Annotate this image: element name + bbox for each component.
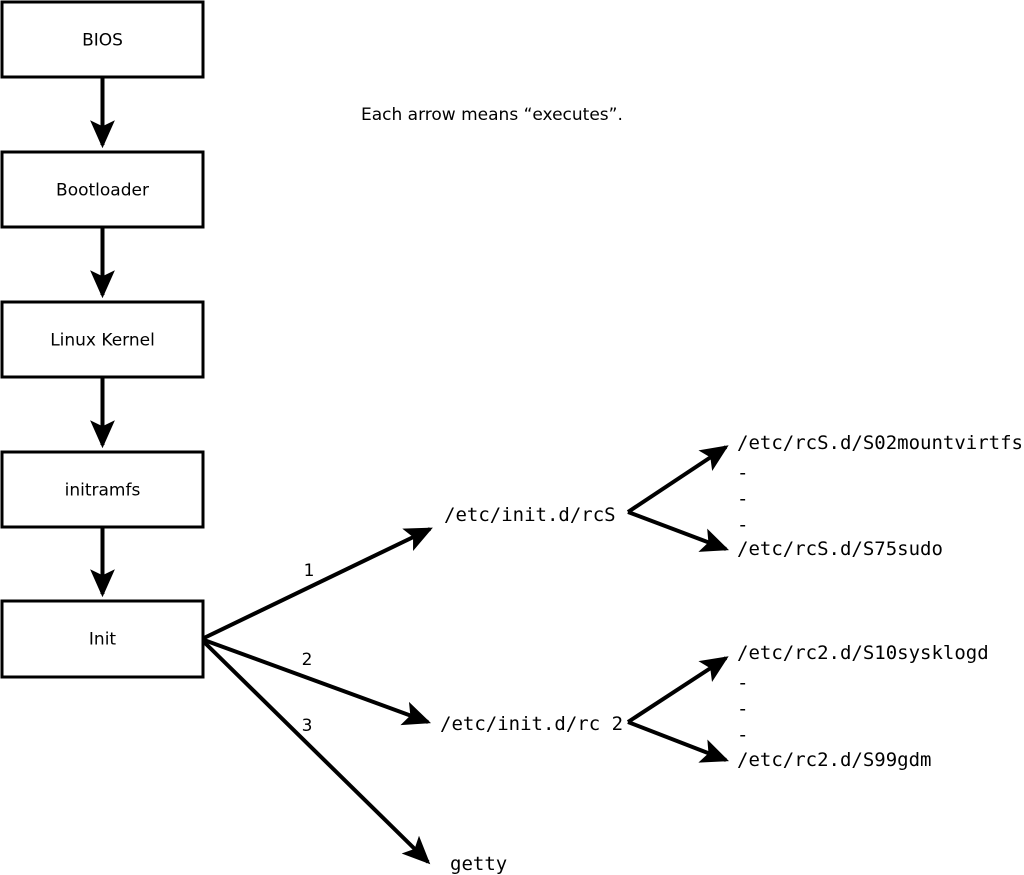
rc2-ellipsis-dash-3: - (737, 724, 748, 746)
arrow-number-1: 1 (304, 561, 315, 581)
rcs-ellipsis-dash-3: - (737, 514, 748, 536)
node-init-label: Init (89, 630, 117, 650)
arrow-init-rcs (203, 527, 433, 640)
node-linux-kernel-box (0, 300, 205, 379)
label-getty: getty (450, 853, 507, 875)
rc2-ellipsis-dash-1: - (737, 672, 748, 694)
node-initramfs[interactable]: initramfs (0, 450, 205, 529)
arrow-init-getty (202, 640, 431, 865)
node-init-box (0, 599, 205, 679)
edge-init-to-rc2 (203, 638, 432, 726)
node-initramfs-label: initramfs (65, 481, 141, 501)
node-bootloader-box (0, 150, 205, 229)
edge-rc2-to-first-script (626, 656, 729, 724)
node-bootloader-label: Bootloader (56, 181, 149, 201)
rcs-ellipsis-dash-2: - (737, 488, 748, 510)
node-linux-kernel[interactable]: Linux Kernel (0, 300, 205, 379)
node-init[interactable]: Init (0, 599, 205, 679)
node-bios-label: BIOS (82, 31, 123, 51)
node-bios-box (0, 0, 205, 79)
rcs-ellipsis-dash-1: - (737, 462, 748, 484)
arrow-number-2: 2 (302, 650, 313, 670)
label-etc-init-d-rc2: /etc/init.d/rc 2 (440, 713, 623, 735)
arrow-rcs-last (627, 510, 729, 552)
arrow-init-rc2 (203, 638, 432, 726)
arrow-rcs-first (626, 445, 729, 514)
diagram-caption: Each arrow means “executes”. (361, 105, 623, 125)
edge-rcs-to-first-script (626, 445, 729, 514)
rc2-ellipsis-dash-2: - (737, 698, 748, 720)
arrow-rc2-first (626, 656, 729, 724)
label-etc-init-d-rcs: /etc/init.d/rcS (444, 504, 616, 526)
edge-init-to-getty (202, 640, 431, 865)
label-rc2-script-first: /etc/rc2.d/S10sysklogd (737, 642, 989, 664)
label-rc2-script-last: /etc/rc2.d/S99gdm (737, 749, 931, 771)
label-rcs-script-first: /etc/rcS.d/S02mountvirtfs (737, 432, 1023, 454)
node-linux-kernel-label: Linux Kernel (50, 331, 155, 351)
arrow-rc2-last (627, 720, 729, 763)
edge-rc2-to-last-script (627, 720, 729, 763)
edge-rcs-to-last-script (627, 510, 729, 552)
node-bootloader[interactable]: Bootloader (0, 150, 205, 229)
arrow-number-3: 3 (302, 716, 313, 736)
label-rcs-script-last: /etc/rcS.d/S75sudo (737, 538, 943, 560)
node-bios[interactable]: BIOS (0, 0, 205, 79)
edge-init-to-rcs (203, 527, 433, 640)
